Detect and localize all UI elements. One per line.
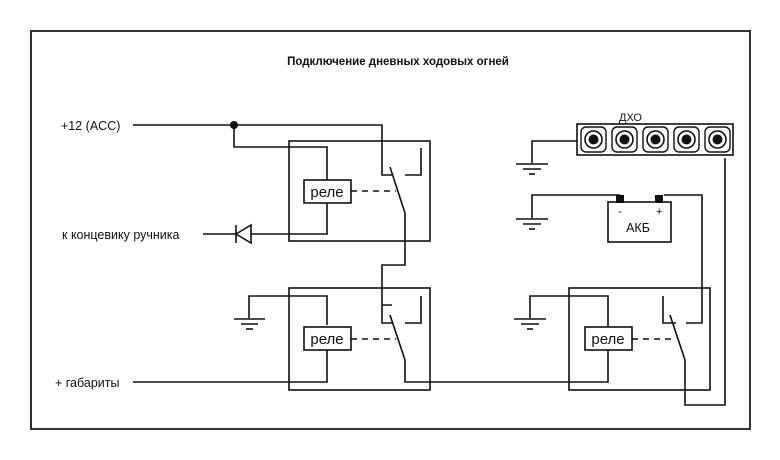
relay-2: реле xyxy=(133,287,609,391)
relay-1-switch-blade xyxy=(389,166,406,214)
drl-lamp-icon xyxy=(580,126,607,153)
ground-icon xyxy=(234,318,265,330)
diagram-title: Подключение дневных ходовых огней xyxy=(287,56,509,68)
battery-plus-terminal xyxy=(655,195,663,203)
drl-lamp-icon xyxy=(642,126,669,153)
relay-1-common xyxy=(381,213,406,306)
relay-1-contact-no xyxy=(405,148,422,176)
relay-2-switch-blade xyxy=(389,314,406,361)
relay-2-housing xyxy=(288,287,431,391)
battery-label: АКБ xyxy=(626,221,650,235)
relay-1-coil-bottom xyxy=(251,203,328,235)
relay-3-label: реле xyxy=(591,331,624,348)
relay-3-contact-no xyxy=(664,194,703,324)
battery-plus-sign: + xyxy=(656,206,662,218)
relay-3-contact-nc xyxy=(662,296,676,324)
relay-3-housing xyxy=(568,287,711,391)
acc-coil-wire xyxy=(233,125,328,180)
relay-2-ground-wire xyxy=(248,295,328,325)
relay-2-contact-nc xyxy=(381,305,392,324)
relay-1-label: реле xyxy=(310,184,343,201)
drl-lamp-icon xyxy=(704,126,731,153)
parking-lights-label: + габариты xyxy=(55,376,119,390)
battery-minus-terminal xyxy=(616,195,624,203)
acc-label: +12 (ACC) xyxy=(61,119,120,133)
ground-icon xyxy=(514,318,546,330)
relay-2-common xyxy=(404,350,609,383)
ground-icon xyxy=(516,163,548,175)
relay-3-switch-blade xyxy=(669,314,686,361)
battery-minus-sign: - xyxy=(618,206,622,218)
battery: - + АКБ xyxy=(607,195,672,243)
relay-2-contact-no xyxy=(405,296,422,324)
acc-wire xyxy=(133,124,392,176)
handbrake-label: к концевику ручника xyxy=(62,228,180,242)
relay-2-label: реле xyxy=(310,331,343,348)
relay-3-common xyxy=(684,158,726,406)
drl-lamp-icon xyxy=(611,126,638,153)
relay-1-housing xyxy=(288,140,431,242)
battery-ground-wire xyxy=(531,194,620,218)
outer-frame-rect xyxy=(30,30,751,430)
diode-icon xyxy=(234,223,252,245)
relay-3: реле xyxy=(568,158,726,406)
relay-1: реле xyxy=(251,140,431,306)
battery-body xyxy=(607,201,672,243)
drl-ground-wire xyxy=(531,140,577,163)
drl-lamp-bar xyxy=(576,123,734,156)
drl-lamp-icon xyxy=(673,126,700,153)
drl-label: ДХО xyxy=(619,112,642,124)
relay-2-coil-bottom xyxy=(133,350,328,383)
ground-icon xyxy=(516,218,548,230)
